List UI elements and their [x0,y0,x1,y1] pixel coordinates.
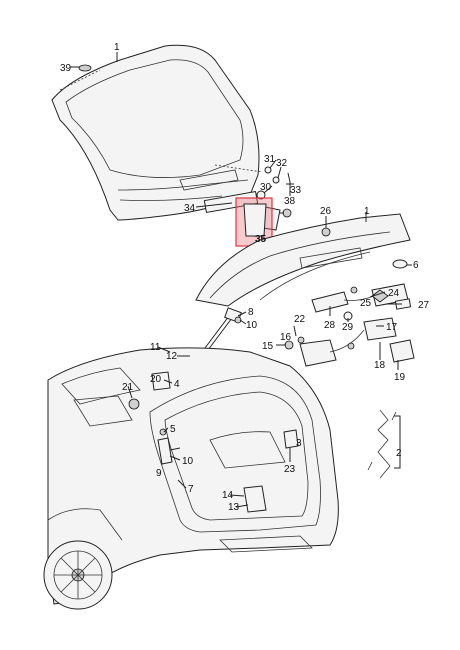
callout-30: 30 [260,182,272,193]
callout-25: 25 [360,298,372,309]
screw-33 [286,182,294,196]
callout-13: 13 [228,502,240,513]
callout-6: 6 [413,260,419,271]
callout-20: 20 [150,374,162,385]
callout-7: 7 [188,484,194,495]
callout-27: 27 [418,300,430,311]
bracket-13 [243,485,267,513]
spoiler-trim [195,213,411,307]
tailgate-assembly [51,44,263,221]
callout-23: 23 [284,464,296,475]
callout-17: 17 [386,322,398,333]
bolts-2 [377,409,391,479]
pin-9 [157,437,173,465]
clip-23 [283,429,299,449]
bracket-line-2 [394,415,401,469]
callout-38: 38 [284,196,296,207]
clip-30 [256,190,266,200]
callout-5: 5 [170,424,176,435]
callout-24: 24 [388,288,400,299]
callout-labels: 1 1 2 33 39 31 32 30 34 38 35 26 6 24 25… [60,42,430,513]
plug-39 [78,64,92,72]
bolts-2-b [367,411,397,471]
cap-6 [392,259,408,269]
callout-19: 19 [394,372,406,383]
callout-35: 35 [255,234,267,245]
button-21 [128,398,140,410]
callout-10-bottom: 10 [182,456,194,467]
callout-21: 21 [122,382,134,393]
callout-31: 31 [264,154,276,165]
clip-32 [272,176,280,184]
callout-10-top: 10 [246,320,258,331]
callout-2: 2 [396,448,402,459]
hinge-20 [151,371,171,391]
clip-31 [264,166,272,174]
callout-4: 4 [174,379,180,390]
lock-cluster [284,283,415,367]
callout-34: 34 [184,203,196,214]
callout-12: 12 [166,351,178,362]
callout-28: 28 [324,320,336,331]
callout-14: 14 [222,490,234,501]
callout-8: 8 [248,307,254,318]
part-35 [243,203,267,237]
leader-lines [70,52,412,508]
screw-38 [282,208,292,218]
callout-16: 16 [280,332,292,343]
callout-29: 29 [342,322,354,333]
callout-9: 9 [156,468,162,479]
grommet-26 [321,227,331,237]
callout-3: 3 [296,438,302,449]
callout-1-spoiler: 1 [364,206,370,217]
callout-1-top: 1 [114,42,120,53]
callout-32: 32 [276,158,288,169]
clip-5 [159,428,167,436]
callout-26: 26 [320,206,332,217]
callout-39: 39 [60,63,72,74]
callout-22: 22 [294,314,306,325]
callout-18: 18 [374,360,386,371]
callout-15: 15 [262,341,274,352]
screw-10b [169,447,181,451]
vehicle-body [43,347,339,610]
callout-33: 33 [290,185,302,196]
callout-11: 11 [150,342,161,353]
